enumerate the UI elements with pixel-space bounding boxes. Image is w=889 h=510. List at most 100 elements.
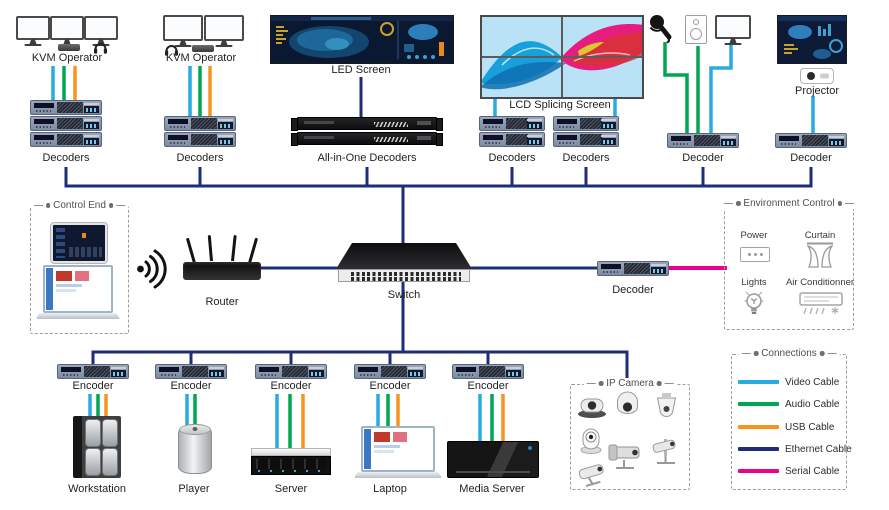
monitor-icon <box>84 16 118 40</box>
control-tablet <box>50 222 108 264</box>
video-cable-swatch <box>738 380 779 384</box>
control-end-title: Control End <box>30 200 129 211</box>
ip-camera-title: IP Camera <box>583 378 677 389</box>
ptz-camera-icon <box>578 398 606 418</box>
power-strip-icon <box>740 247 770 262</box>
monitor-icon <box>204 15 244 41</box>
control-end-box: Control End <box>30 200 129 334</box>
speed-dome-camera-icon <box>656 393 677 417</box>
player-lens <box>192 427 198 431</box>
decoder-unit <box>553 132 619 147</box>
laptop-screen <box>42 265 114 313</box>
encoder-unit <box>155 364 227 379</box>
laptop-ui-thumb <box>374 432 391 442</box>
laptop-ui-thumb <box>55 271 72 281</box>
headphones-icon <box>165 45 178 56</box>
laptop-ui-thumb <box>74 271 89 281</box>
usb-cable-label: USB Cable <box>785 421 835 433</box>
environment-control-box: Environment Control <box>720 198 858 330</box>
speaker-icon <box>685 15 707 44</box>
led-screen-label: LED Screen <box>331 64 391 76</box>
title-dash <box>827 352 837 355</box>
lcd-splicing-screen-label: LCD Splicing Screen <box>509 99 611 111</box>
air-conditioner-icon <box>799 292 843 315</box>
player-label: Player <box>178 483 210 495</box>
encoder-2-label: Encoder <box>170 380 212 392</box>
ethernet-lines <box>64 77 813 384</box>
legend-row-video: Video Cable <box>738 375 839 389</box>
router-label: Router <box>205 296 239 308</box>
usb-cable-swatch <box>738 425 779 429</box>
encoder-1-label: Encoder <box>72 380 114 392</box>
video-cables <box>51 44 815 450</box>
decoder-unit <box>164 132 236 147</box>
title-dot <box>819 351 825 356</box>
router-body <box>183 262 261 280</box>
bullet-camera-icon <box>578 464 604 487</box>
ethernet-cable-swatch <box>738 447 779 451</box>
title-dot <box>837 201 843 206</box>
legend-row-usb: USB Cable <box>738 420 834 434</box>
all-in-one-decoder-unit <box>291 117 443 131</box>
decoder-unit <box>553 116 619 131</box>
workstation-label: Workstation <box>68 483 126 495</box>
audio-cable-swatch <box>738 402 779 406</box>
workstation-panel <box>102 448 118 476</box>
network-switch <box>336 243 472 283</box>
decoder-projector-label: Decoder <box>790 152 832 164</box>
led-screen <box>270 15 454 64</box>
server-drive-bays <box>251 456 331 475</box>
serial-cable-swatch <box>738 469 779 473</box>
lights-label: Lights <box>741 277 767 288</box>
title-dash <box>586 382 596 385</box>
router-antenna <box>248 237 259 264</box>
wifi-signal-icon <box>137 249 167 289</box>
ip-camera-box: IP Camera <box>570 378 690 490</box>
media-server-label: Media Server <box>459 483 525 495</box>
decoder-unit <box>597 261 669 276</box>
decoders-2-label: Decoders <box>176 152 224 164</box>
headphones-icon <box>94 43 107 54</box>
encoder-3-label: Encoder <box>270 380 312 392</box>
server-label: Server <box>274 483 308 495</box>
media-server-device <box>447 441 539 478</box>
keyboard-icon <box>192 45 214 52</box>
bullet-camera-icon <box>608 444 640 469</box>
laptop-base <box>36 313 120 319</box>
ip-cameras-icons <box>578 391 677 487</box>
dome-camera-icon <box>617 391 638 414</box>
decoder-unit <box>164 116 236 131</box>
air-conditioner-label: Air Conditionner <box>785 277 855 288</box>
laptop-ui-row <box>55 289 76 292</box>
monitor-icon <box>163 15 203 41</box>
legend-row-ethernet: Ethernet Cable <box>738 442 852 456</box>
connections-title-text: Connections <box>761 348 817 359</box>
switch-label: Switch <box>387 289 421 301</box>
title-dash <box>845 202 855 205</box>
environment-control-title-text: Environment Control <box>743 198 835 209</box>
pole-camera-icon <box>652 439 676 464</box>
encoder-4-label: Encoder <box>369 380 411 392</box>
router <box>183 234 261 282</box>
title-dot <box>656 381 662 386</box>
tablet-indicator <box>81 233 86 238</box>
monitor-icon <box>50 16 84 40</box>
title-dash <box>723 202 733 205</box>
encoder-unit <box>354 364 426 379</box>
workstation-panel <box>85 448 101 476</box>
title-dot <box>735 201 741 206</box>
tablet-thumbnails <box>56 228 65 258</box>
workstation-panel <box>85 419 101 447</box>
ethernet-cable-label: Ethernet Cable <box>785 443 852 455</box>
router-antenna <box>231 234 237 262</box>
lcd-wall-art <box>482 17 642 97</box>
projector-icon <box>800 68 834 84</box>
laptop-screen <box>361 426 435 472</box>
connections-title: Connections <box>738 348 840 359</box>
monitor-icon <box>715 15 751 39</box>
title-dot <box>598 381 604 386</box>
kvm-operator-1-label: KVM Operator <box>31 52 103 64</box>
title-dash <box>741 352 751 355</box>
